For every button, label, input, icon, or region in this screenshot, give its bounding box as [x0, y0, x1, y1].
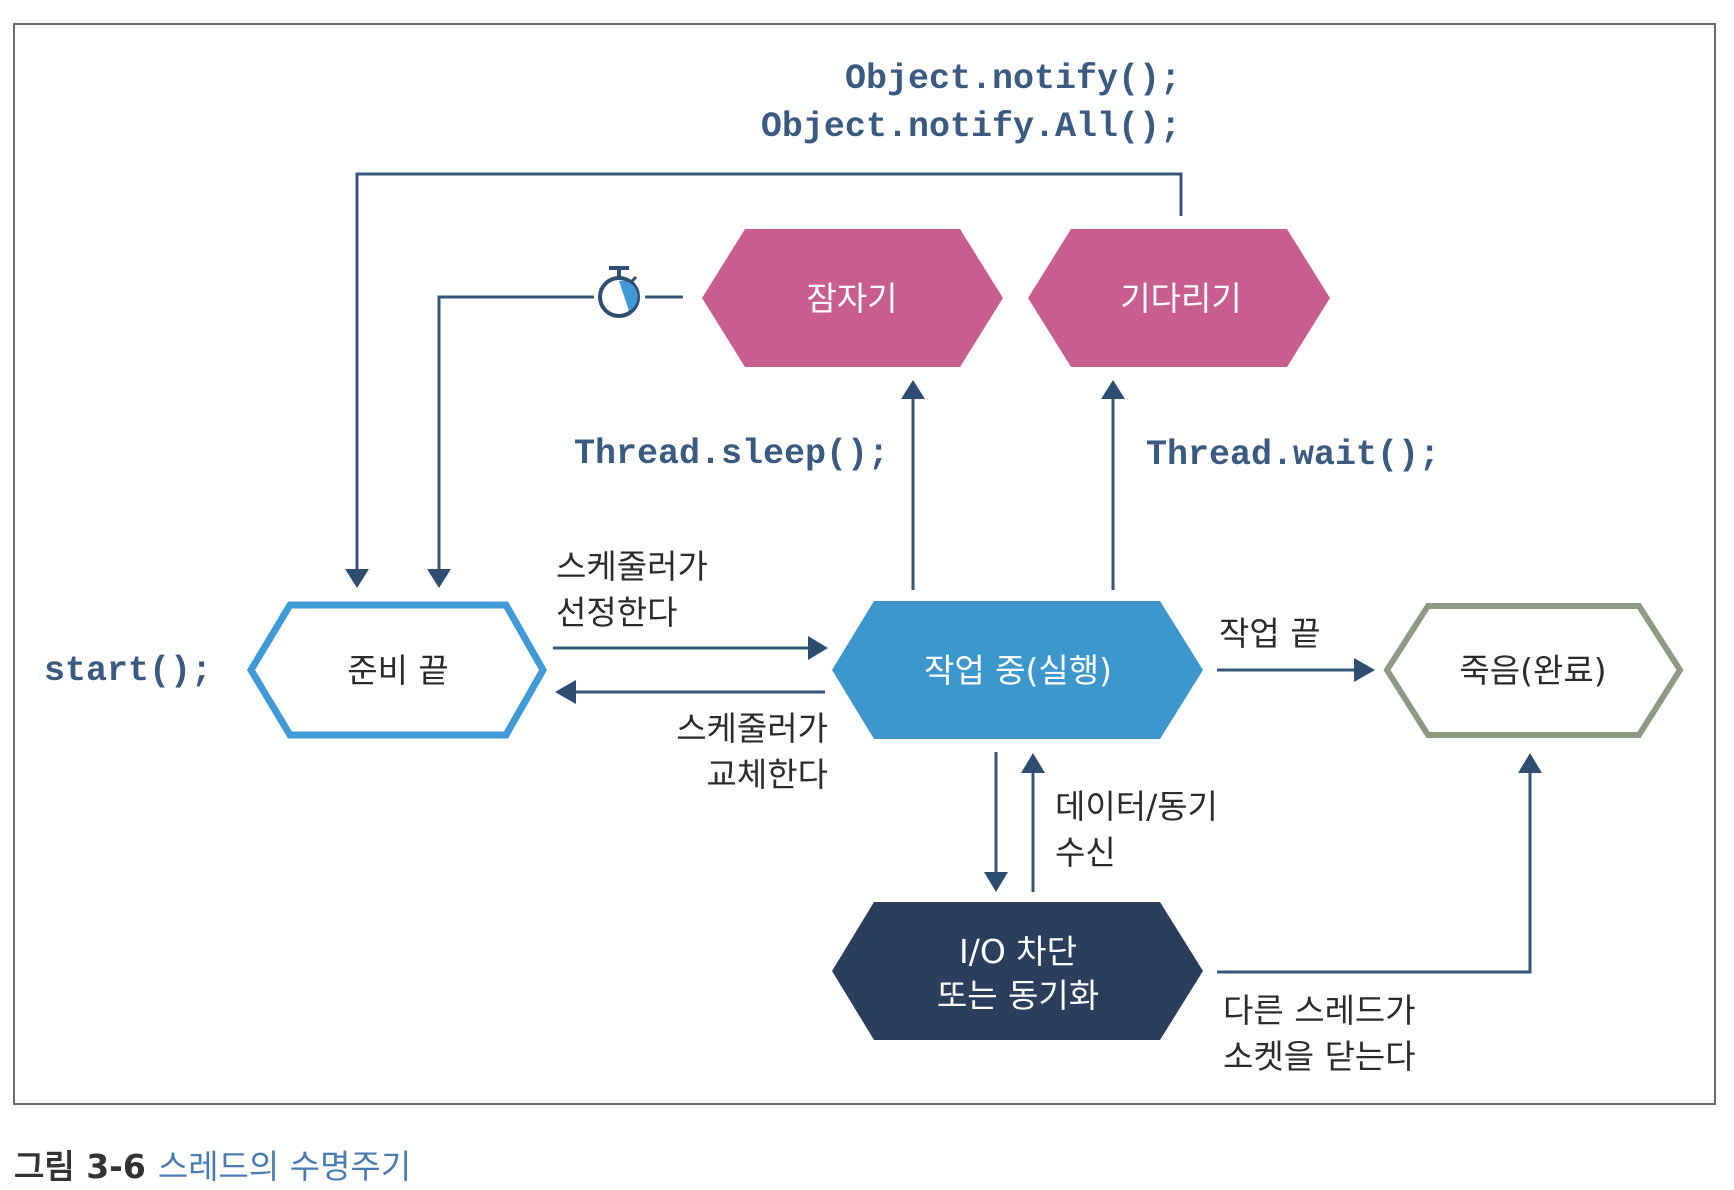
figure-frame: [13, 23, 1716, 1105]
state-ready: [246, 601, 548, 739]
state-sleeping: [702, 229, 1003, 367]
work-done-arrowhead: [1354, 658, 1375, 682]
state-dead-label: 죽음(완료): [1459, 651, 1606, 690]
state-waiting: [1028, 229, 1330, 367]
scheduler-selects-label-2: 선정한다: [556, 593, 677, 632]
state-io-blocked: [832, 902, 1203, 1040]
notify-transition-line: [355, 172, 1183, 572]
socket-closed-line: [1217, 770, 1532, 974]
state-dead: [1383, 603, 1684, 738]
wait-code-label: Thread.wait();: [1146, 435, 1440, 475]
sleep-return-arrowhead: [427, 569, 451, 588]
notify-code-label: Object.notify();: [845, 59, 1181, 99]
from-io-arrowhead: [1021, 753, 1045, 773]
state-waiting-label: 기다리기: [1120, 279, 1241, 318]
state-running-label: 작업 중(실행): [924, 651, 1112, 690]
notify-all-code-label: Object.notify.All();: [761, 107, 1181, 147]
sleep-code-label: Thread.sleep();: [574, 434, 889, 474]
figure-caption-number: 그림 3-6: [14, 1147, 146, 1186]
start-code-label: start();: [44, 651, 212, 691]
data-sync-label-2: 수신: [1055, 833, 1116, 872]
scheduler-swaps-label-2: 교체한다: [707, 755, 828, 794]
figure-caption-title: 스레드의 수명주기: [158, 1147, 411, 1186]
state-running: [832, 601, 1203, 739]
stopwatch-icon: [598, 266, 640, 318]
scheduler-swaps-label-1: 스케줄러가: [676, 709, 828, 748]
scheduler-swap-arrowhead: [555, 680, 576, 704]
to-sleep-arrowhead: [901, 380, 925, 399]
socket-closed-arrowhead: [1518, 753, 1542, 773]
state-sleeping-label: 잠자기: [806, 279, 897, 318]
figure-caption: 그림 3-6 스레드의 수명주기: [14, 1147, 411, 1186]
sleep-return-line: [437, 295, 594, 572]
state-io-label-line2: 또는 동기화: [937, 976, 1099, 1015]
state-io-label-line1: I/O 차단: [959, 932, 1077, 971]
scheduler-select-arrowhead: [808, 636, 828, 660]
socket-closed-label-2: 소켓을 닫는다: [1223, 1037, 1416, 1076]
state-ready-label: 준비 끝: [347, 651, 449, 690]
work-done-label: 작업 끝: [1219, 614, 1321, 653]
notify-arrowhead: [345, 569, 369, 588]
scheduler-selects-label-1: 스케줄러가: [556, 547, 708, 586]
data-sync-label-1: 데이터/동기: [1055, 787, 1218, 826]
to-wait-arrowhead: [1101, 380, 1125, 399]
to-io-arrowhead: [984, 872, 1008, 892]
socket-closed-label-1: 다른 스레드가: [1223, 991, 1416, 1030]
